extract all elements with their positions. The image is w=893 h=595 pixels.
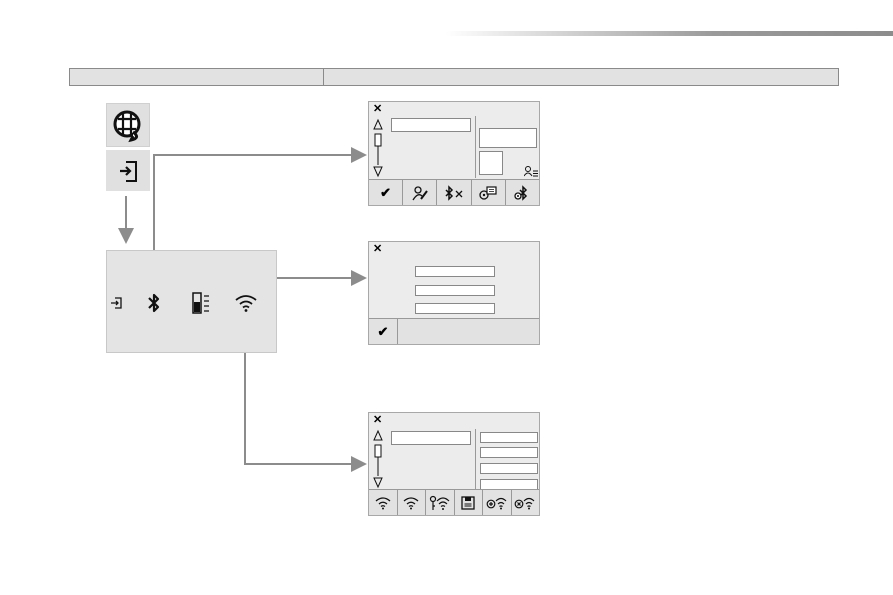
wifi-toolbar <box>369 489 539 515</box>
wifi-add-icon <box>486 497 507 509</box>
bluetooth-screen: ✕ ✔ <box>368 101 540 206</box>
header-divider <box>323 69 324 85</box>
header-bar <box>69 68 839 86</box>
person-edit-icon <box>412 185 428 200</box>
separator <box>475 429 476 489</box>
source-icon <box>120 161 137 182</box>
bluetooth-icon[interactable] <box>145 291 163 315</box>
wifi-icon[interactable] <box>233 293 259 313</box>
phone-settings-button[interactable] <box>472 180 506 205</box>
wifi-button-1[interactable] <box>369 490 398 515</box>
wifi-button-2[interactable] <box>398 490 426 515</box>
save-icon <box>461 495 475 510</box>
wifi-add-button[interactable] <box>483 490 512 515</box>
wifi-icon <box>403 496 419 509</box>
globe-icon <box>113 110 141 143</box>
connectivity-panel <box>106 250 277 353</box>
check-icon: ✔ <box>377 323 389 339</box>
bluetooth-gear-icon <box>514 184 528 201</box>
bluetooth-settings-button[interactable] <box>506 180 539 205</box>
wifi-icon <box>375 496 391 509</box>
close-icon[interactable]: ✕ <box>373 243 383 255</box>
profile-toolbar: ✔ <box>369 318 539 344</box>
profile-option-1[interactable] <box>415 266 495 277</box>
top-gradient-bar <box>445 31 893 36</box>
confirm-button[interactable]: ✔ <box>369 180 404 205</box>
wifi-remove-button[interactable] <box>512 490 540 515</box>
confirm-button[interactable]: ✔ <box>369 319 398 344</box>
info-line-1 <box>480 432 538 443</box>
wifi-screen: ✕ <box>368 412 540 516</box>
close-icon[interactable]: ✕ <box>373 103 383 115</box>
wifi-key-button[interactable] <box>426 490 455 515</box>
connect-button[interactable] <box>403 180 438 205</box>
info-box-small <box>479 151 503 175</box>
bluetooth-toolbar: ✔ <box>369 179 539 205</box>
save-button[interactable] <box>455 490 483 515</box>
wifi-key-icon <box>429 495 450 510</box>
wifi-remove-icon <box>514 497 535 509</box>
source-icon-button[interactable] <box>106 150 150 191</box>
contacts-icon[interactable] <box>524 165 538 177</box>
phone-settings-icon <box>479 185 497 200</box>
source-icon[interactable] <box>109 295 125 311</box>
check-icon: ✔ <box>380 184 392 200</box>
bluetooth-x-icon <box>445 184 463 201</box>
toolbar-empty <box>398 319 539 344</box>
disconnect-button[interactable] <box>437 180 472 205</box>
device-field[interactable] <box>391 118 471 132</box>
phone-list-icon[interactable] <box>190 291 212 315</box>
connect-app-icon-button[interactable] <box>106 103 150 147</box>
scrollbar[interactable] <box>372 428 384 490</box>
separator <box>475 116 476 178</box>
close-icon[interactable]: ✕ <box>373 414 383 426</box>
network-field[interactable] <box>391 431 471 445</box>
profile-option-3[interactable] <box>415 303 495 314</box>
scrollbar[interactable] <box>372 117 384 179</box>
info-box <box>479 128 537 148</box>
info-line-3 <box>480 463 538 474</box>
profile-screen: ✕ ✔ <box>368 241 540 345</box>
profile-option-2[interactable] <box>415 285 495 296</box>
info-line-2 <box>480 447 538 458</box>
